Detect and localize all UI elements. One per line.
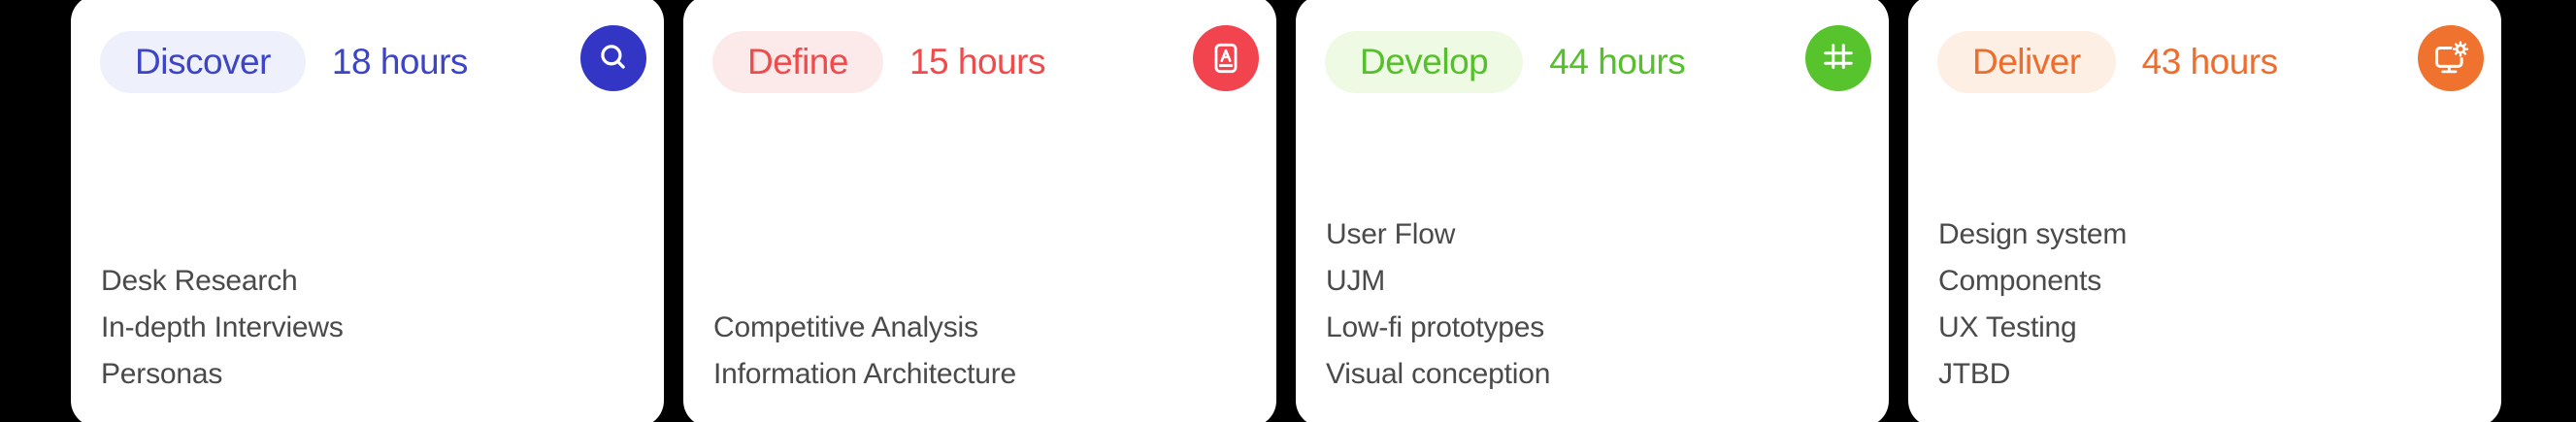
list-item: Information Architecture (713, 358, 1017, 390)
list-item: Personas (101, 358, 223, 390)
list-item: JTBD (1938, 358, 2011, 390)
list-item: Components (1938, 265, 2102, 297)
phase-card-discover: Discover 18 hours Desk Research In-depth… (71, 0, 664, 422)
monitor-gear-icon (2418, 25, 2484, 91)
search-icon (580, 25, 646, 91)
phase-card-develop: Develop 44 hours User Flow UJM Low-fi pr… (1296, 0, 1889, 422)
phase-hours: 18 hours (331, 42, 469, 81)
card-header: Discover 18 hours (100, 31, 646, 93)
list-item: Desk Research (101, 265, 298, 297)
list-item: UX Testing (1938, 311, 2077, 343)
phase-card-deliver: Deliver 43 hours (1908, 0, 2501, 422)
phase-card-define: Define 15 hours Competitive Analysis Inf… (683, 0, 1276, 422)
list-item: UJM (1326, 265, 1386, 297)
card-header: Develop 44 hours (1325, 31, 1871, 93)
dictionary-book-icon (1193, 25, 1259, 91)
phase-badge: Define (712, 31, 883, 93)
list-item: Design system (1938, 218, 2128, 250)
phase-hours: 43 hours (2141, 42, 2279, 81)
phase-badge: Develop (1325, 31, 1524, 93)
list-item: Competitive Analysis (713, 311, 978, 343)
phase-hours: 15 hours (908, 42, 1046, 81)
frame-grid-icon (1805, 25, 1871, 91)
list-item: User Flow (1326, 218, 1456, 250)
card-header: Define 15 hours (712, 31, 1259, 93)
list-item: Low-fi prototypes (1326, 311, 1545, 343)
phase-badge: Discover (100, 31, 306, 93)
phase-hours: 44 hours (1549, 42, 1686, 81)
list-item: In-depth Interviews (101, 311, 344, 343)
card-header: Deliver 43 hours (1937, 31, 2484, 93)
list-item: Visual conception (1326, 358, 1551, 390)
task-list: Competitive Analysis Information Archite… (713, 305, 1246, 398)
task-list: Desk Research In-depth Interviews Person… (101, 258, 634, 398)
phase-badge: Deliver (1937, 31, 2116, 93)
task-list: Design system Components UX Testing JTBD (1938, 211, 2471, 398)
task-list: User Flow UJM Low-fi prototypes Visual c… (1326, 211, 1859, 398)
